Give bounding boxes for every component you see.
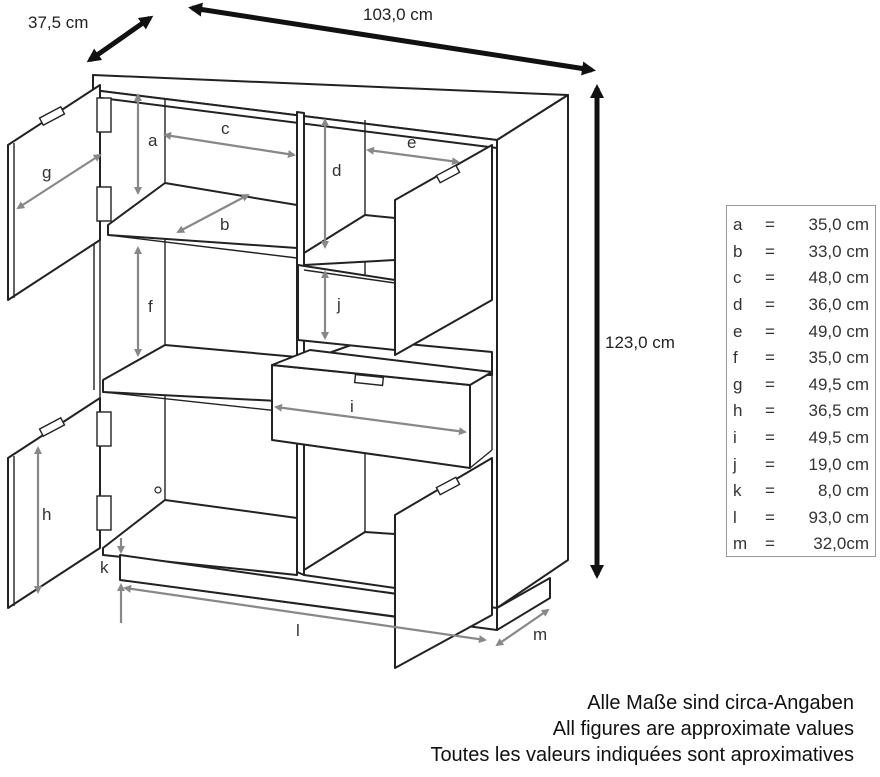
legend-value: 49,5 cm [808, 374, 869, 394]
legend-key: h [733, 401, 743, 421]
label-g: g [42, 163, 51, 182]
label-a: a [148, 131, 158, 150]
legend-key: f [733, 348, 738, 368]
note-en: All figures are approximate values [552, 718, 854, 740]
label-h: h [42, 505, 51, 524]
measurement-legend: a = 35,0 cm b = 33,0 cm c = 48,0 cm d = 36,0 cm e = 49… [726, 205, 876, 557]
legend-row: b = 33,0 cm [733, 239, 875, 266]
legend-equals: = [765, 507, 775, 527]
legend-equals: = [765, 428, 775, 448]
drawer-small [297, 264, 396, 351]
legend-value: 36,5 cm [808, 401, 869, 421]
legend-equals: = [765, 321, 775, 341]
legend-equals: = [765, 215, 775, 235]
label-i: i [350, 397, 354, 416]
legend-value: 49,0 cm [808, 321, 869, 341]
legend-row: e = 49,0 cm [733, 318, 875, 345]
legend-value: 35,0 cm [808, 215, 869, 235]
legend-key: b [733, 241, 743, 261]
legend-equals: = [765, 454, 775, 474]
legend-row: m = 32,0cm [733, 531, 875, 558]
legend-key: a [733, 215, 743, 235]
label-f: f [148, 297, 153, 316]
legend-equals: = [765, 241, 775, 261]
legend-key: g [733, 374, 743, 394]
notes: Alle Maße sind circa-Angaben All figures… [430, 690, 854, 768]
label-k: k [100, 558, 109, 577]
note-fr: Toutes les valeurs indiquées sont aproxi… [430, 744, 854, 766]
legend-row: j = 19,0 cm [733, 451, 875, 478]
legend-row: k = 8,0 cm [733, 478, 875, 505]
height-text: 123,0 cm [605, 333, 675, 352]
legend-row: c = 48,0 cm [733, 265, 875, 292]
note-de: Alle Maße sind circa-Angaben [587, 692, 854, 714]
legend-key: m [733, 534, 748, 554]
legend-key: j [733, 454, 737, 474]
door-left-lower [7, 397, 162, 609]
label-d: d [332, 161, 341, 180]
door-right-lower [394, 457, 493, 669]
label-l: l [296, 621, 300, 640]
legend-equals: = [765, 268, 775, 288]
width-text: 103,0 cm [363, 5, 433, 24]
depth-arrow [86, 15, 154, 63]
legend-row: g = 49,5 cm [733, 372, 875, 399]
legend-key: l [733, 507, 737, 527]
measure-arrows [16, 93, 550, 647]
legend-equals: = [765, 401, 775, 421]
door-right-upper [394, 144, 493, 356]
legend-row: f = 35,0 cm [733, 345, 875, 372]
legend-value: 48,0 cm [808, 268, 869, 288]
label-j: j [336, 295, 341, 314]
legend-key: k [733, 481, 742, 501]
label-c: c [221, 119, 230, 138]
legend-row: h = 36,5 cm [733, 398, 875, 425]
legend-value: 19,0 cm [808, 454, 869, 474]
legend-equals: = [765, 374, 775, 394]
legend-row: l = 93,0 cm [733, 505, 875, 532]
legend-equals: = [765, 534, 775, 554]
legend-key: d [733, 295, 743, 315]
legend-value: 93,0 cm [808, 507, 869, 527]
legend-row: i = 49,5 cm [733, 425, 875, 452]
legend-key: c [733, 268, 742, 288]
legend-equals: = [765, 481, 775, 501]
label-e: e [407, 133, 416, 152]
legend-equals: = [765, 295, 775, 315]
legend-equals: = [765, 348, 775, 368]
legend-value: 35,0 cm [808, 348, 869, 368]
legend-key: e [733, 321, 743, 341]
legend-value: 33,0 cm [808, 241, 869, 261]
door-left-upper [7, 84, 112, 301]
legend-value: 49,5 cm [808, 428, 869, 448]
legend-row: d = 36,0 cm [733, 292, 875, 319]
legend-value: 32,0cm [813, 534, 869, 554]
label-m: m [533, 625, 547, 644]
legend-value: 8,0 cm [817, 481, 869, 501]
width-arrow [188, 2, 596, 76]
label-b: b [220, 215, 229, 234]
legend-row: a = 35,0 cm [733, 212, 875, 239]
legend-key: i [733, 428, 737, 448]
legend-value: 36,0 cm [808, 295, 869, 315]
depth-text: 37,5 cm [28, 13, 88, 32]
